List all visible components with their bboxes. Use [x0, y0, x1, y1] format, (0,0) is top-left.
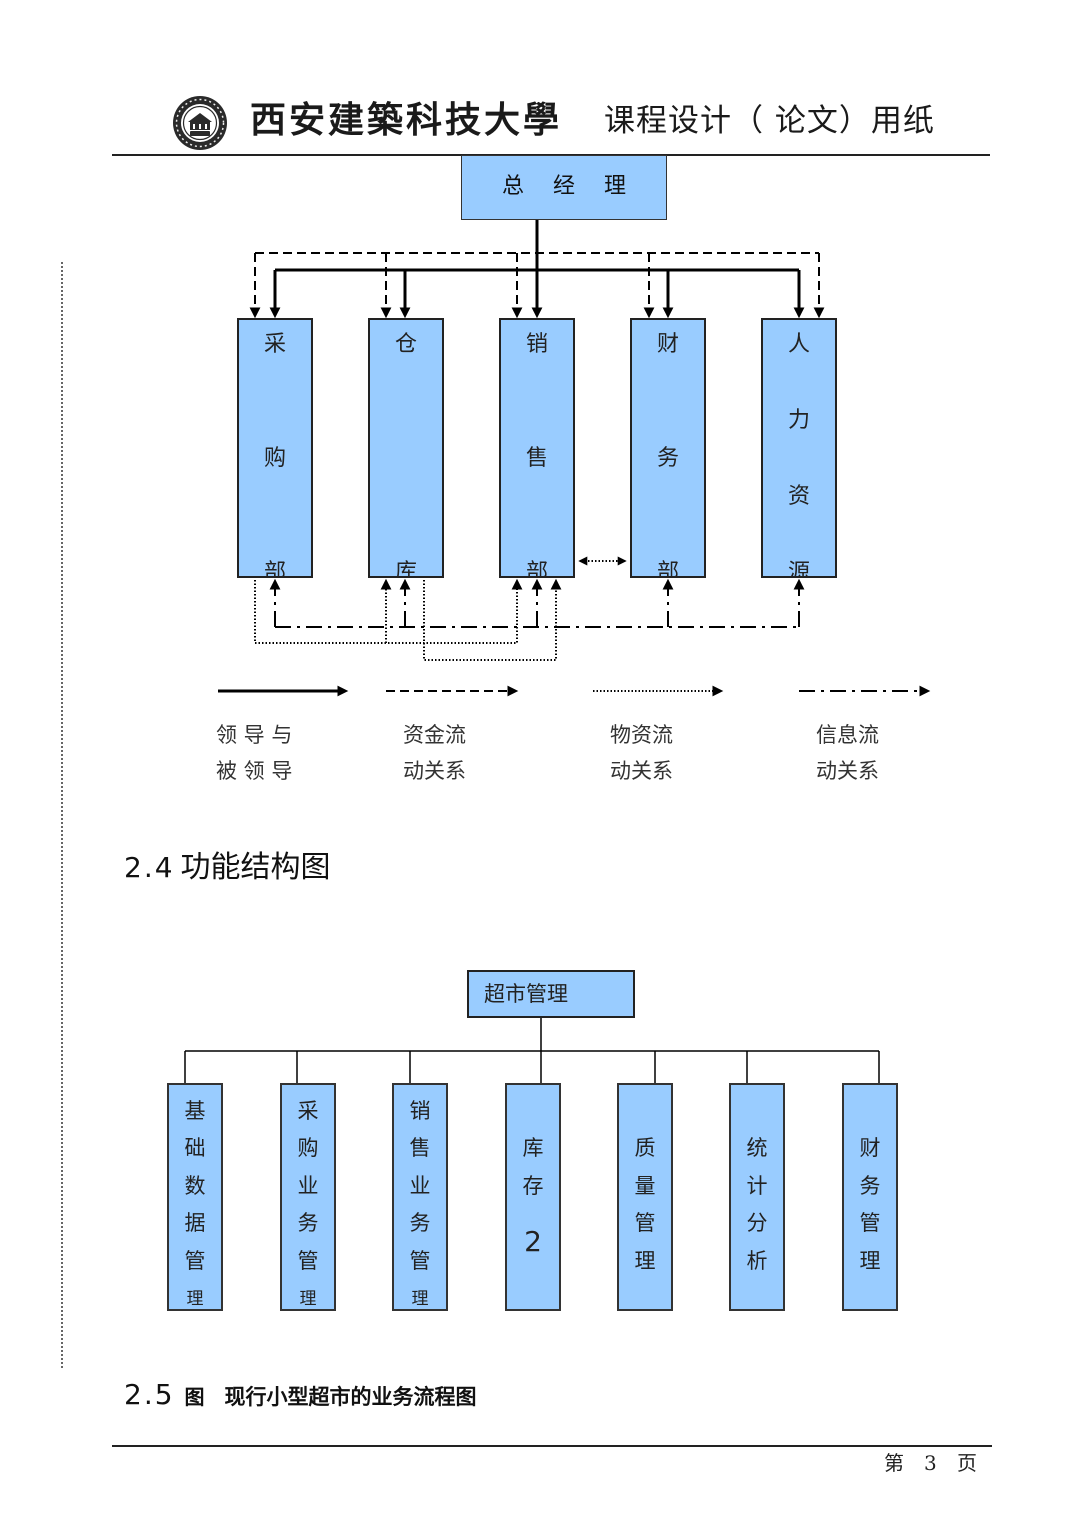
department-label-char: 源 — [787, 560, 810, 578]
module-label-char: 管 — [297, 1248, 319, 1273]
module-label-char: 理 — [859, 1248, 881, 1273]
module-label-char: 采 — [297, 1098, 319, 1123]
module-label-char: 基 — [184, 1098, 206, 1123]
legend-material-label-2: 动关系 — [610, 759, 673, 783]
module-label-char: 理 — [411, 1288, 429, 1309]
leadership-lines — [269, 220, 805, 319]
module-label-char: 数 — [184, 1173, 206, 1198]
module-label-char: 业 — [409, 1173, 431, 1198]
page-number-prefix: 第 — [884, 1451, 904, 1475]
module-label-char: 务 — [859, 1173, 881, 1198]
department-label-char: 财 — [656, 332, 679, 357]
module-label-char: 据 — [184, 1211, 206, 1236]
module-label-char: 务 — [297, 1211, 319, 1236]
legend-capital-label-1: 资金流 — [403, 723, 466, 747]
department-label-char: 部 — [263, 560, 286, 578]
section-number: 2.4 — [124, 851, 175, 884]
module-box-inventory: 库存 2 — [505, 1083, 561, 1311]
module-label-char: 统 — [746, 1136, 768, 1161]
section-heading-2-5: 2.5 图现行小型超市的业务流程图 — [124, 1378, 477, 1416]
section-title: 功能结构图 — [180, 850, 331, 885]
department-label-char: 采 — [263, 332, 286, 357]
module-label-char: 析 — [746, 1248, 768, 1273]
department-label-char: 部 — [525, 560, 548, 578]
module-label-char: 计 — [746, 1173, 768, 1198]
paper-type-title: 课程设计（ 论文）用纸 — [604, 103, 935, 139]
binding-margin-line — [61, 262, 63, 1368]
department-label-char: 资 — [787, 484, 810, 509]
module-box-quality: 质量管理 — [617, 1083, 673, 1311]
department-box-sales: 销售部 — [499, 318, 575, 578]
module-label-char: 管 — [184, 1248, 206, 1273]
module-box-statistics: 统计分析 — [729, 1083, 785, 1311]
module-label-char: 础 — [184, 1136, 206, 1161]
capital-flow-lines — [249, 252, 825, 319]
legend-capital-label-2: 动关系 — [403, 759, 466, 783]
legend-material-label-1: 物资流 — [610, 723, 673, 747]
page-number-suffix: 页 — [957, 1451, 977, 1475]
module-label-char: 量 — [634, 1173, 656, 1198]
department-box-warehouse: 仓库 — [368, 318, 444, 578]
module-label-char: 管 — [859, 1211, 881, 1236]
module-label-char: 财 — [859, 1136, 881, 1161]
module-label-char: 存 — [522, 1173, 544, 1198]
department-label-char: 力 — [787, 408, 810, 433]
module-box-basic-data: 基础数据管理 — [167, 1083, 223, 1311]
module-box-finance: 财务管理 — [842, 1083, 898, 1311]
university-name: 西安建築科技大學 — [250, 99, 563, 141]
legend-information-label-1: 信息流 — [816, 723, 879, 747]
department-label-char: 务 — [656, 446, 679, 471]
module-label-char: 理 — [186, 1288, 204, 1309]
figure-prefix: 图 — [184, 1385, 205, 1409]
module-label-char: 务 — [409, 1211, 431, 1236]
module-label-char: 2 — [524, 1224, 542, 1258]
module-box-sales: 销售业务管理 — [392, 1083, 448, 1311]
module-label-char: 理 — [634, 1248, 656, 1273]
legend-information-label-2: 动关系 — [816, 759, 879, 783]
department-label-char: 库 — [394, 560, 417, 578]
university-seal-logo — [173, 96, 227, 150]
module-label-char: 管 — [634, 1211, 656, 1236]
section-title: 现行小型超市的业务流程图 — [224, 1384, 477, 1409]
module-label-char: 购 — [297, 1136, 319, 1161]
module-label-char: 质 — [634, 1136, 656, 1161]
function-tree-lines — [184, 1018, 880, 1083]
module-label-char: 售 — [409, 1136, 431, 1161]
module-label-char: 管 — [409, 1248, 431, 1273]
department-box-purchasing: 采购部 — [237, 318, 313, 578]
general-manager-box: 总 经 理 — [461, 155, 667, 220]
department-box-finance: 财务部 — [630, 318, 706, 578]
supermarket-management-root-box: 超市管理 — [467, 970, 635, 1018]
module-box-purchasing: 采购业务管理 — [280, 1083, 336, 1311]
department-label-char: 人 — [787, 332, 810, 357]
department-label-char: 部 — [656, 560, 679, 578]
section-number: 2.5 — [124, 1378, 175, 1411]
legend-leadership-label-2: 被 领 导 — [216, 759, 293, 783]
module-label-char: 业 — [297, 1173, 319, 1198]
department-label-char: 仓 — [394, 332, 417, 357]
material-flow-lines — [254, 556, 627, 661]
module-label-char: 分 — [746, 1211, 768, 1236]
department-label-char: 购 — [263, 446, 286, 471]
module-label-char: 销 — [409, 1098, 431, 1123]
information-flow-lines — [269, 578, 805, 628]
module-label-char: 理 — [299, 1288, 317, 1309]
module-label-char: 库 — [522, 1136, 544, 1161]
department-box-hr: 人力资源 — [761, 318, 837, 578]
footer-rule — [112, 1445, 992, 1447]
department-label-char: 销 — [525, 332, 548, 357]
department-label-char: 售 — [525, 446, 548, 471]
material-flow-warehouse-to-sales — [423, 578, 562, 661]
legend-leadership-label-1: 领 导 与 — [216, 723, 293, 747]
page-number: 3 — [924, 1451, 937, 1475]
